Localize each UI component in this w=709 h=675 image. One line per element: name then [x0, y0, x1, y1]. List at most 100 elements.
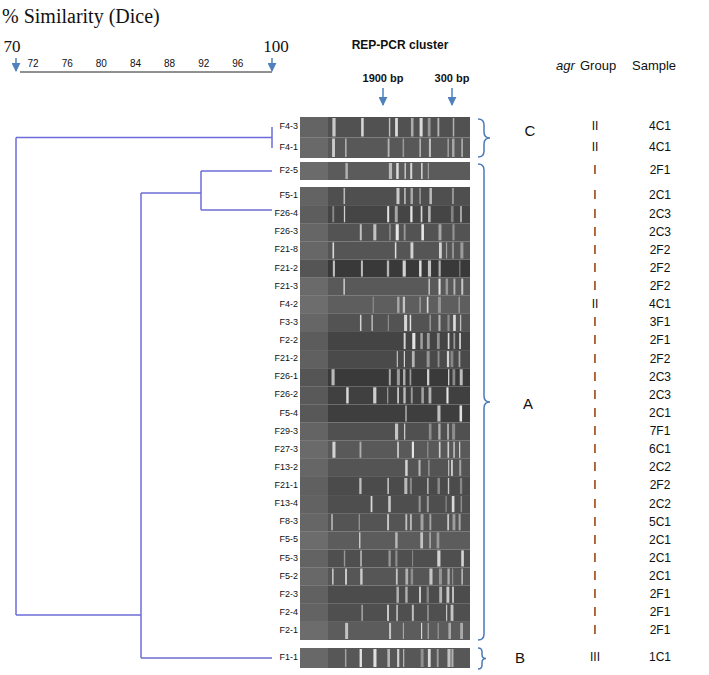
gel-band — [460, 242, 463, 258]
gel-band — [447, 442, 449, 458]
gel-band — [361, 118, 364, 137]
gel-lane — [300, 314, 470, 332]
cluster-brace — [478, 119, 490, 157]
isolate-label: F21-3 — [274, 282, 298, 292]
gel-band — [387, 206, 389, 222]
gel-lane — [300, 549, 470, 567]
gel-band — [460, 623, 463, 639]
gel-band — [395, 118, 398, 137]
gel-lane-edge — [300, 241, 328, 259]
gel-band — [388, 139, 390, 158]
gel-band — [461, 496, 463, 512]
gel-band — [420, 333, 423, 349]
agr-group-value: I — [593, 371, 596, 384]
gel-band — [437, 118, 439, 137]
gel-lane-ground — [300, 495, 470, 513]
gel-band — [387, 260, 389, 276]
gel-lane — [300, 259, 470, 277]
gel-lane — [300, 441, 470, 459]
gel-band — [397, 442, 399, 458]
gel-lane — [300, 278, 470, 296]
gel-band — [419, 460, 421, 476]
gel-lane-ground — [300, 404, 470, 422]
gel-band — [448, 369, 449, 385]
gel-band — [404, 315, 407, 331]
gel-lane-edge — [300, 162, 328, 180]
dendrogram-branch — [140, 193, 142, 658]
gel-lane — [300, 477, 470, 495]
sample-label: 4C1 — [649, 298, 671, 311]
sample-label: 2C3 — [649, 371, 671, 384]
gel-lane-edge — [300, 513, 328, 531]
gel-band — [387, 605, 389, 621]
gel-lane-ground — [300, 368, 470, 386]
gel-band — [427, 587, 429, 603]
agr-group-value: II — [592, 141, 599, 154]
gel-lane-edge — [300, 586, 328, 604]
gel-band — [428, 260, 431, 276]
gel-lane-edge — [300, 259, 328, 277]
gel-band — [419, 188, 421, 204]
gel-band — [396, 163, 398, 179]
gel-band — [459, 297, 460, 313]
gel-band — [410, 163, 412, 179]
gel-lane-ground — [300, 223, 470, 241]
gel-band — [419, 260, 421, 276]
isolate-label: F2-1 — [279, 626, 298, 636]
sample-label: 1C1 — [649, 651, 671, 664]
gel-lane-edge — [300, 205, 328, 223]
gel-band — [452, 224, 454, 240]
dendrogram-branch — [200, 171, 202, 210]
gel-band — [438, 351, 440, 367]
gel-lane-edge — [300, 187, 328, 205]
gel-band — [360, 442, 362, 458]
gel-lane — [300, 332, 470, 350]
column-heading: REP-PCR cluster — [352, 39, 449, 52]
gel-band — [438, 315, 440, 331]
gel-band — [346, 387, 348, 403]
cluster-brace — [478, 648, 486, 669]
gel-band — [451, 605, 454, 621]
gel-band — [360, 224, 362, 240]
gel-lane — [300, 205, 470, 223]
agr-group-value: I — [593, 280, 596, 293]
gel-band — [404, 478, 407, 494]
sample-label: 2C1 — [649, 407, 671, 420]
dendrogram-branch — [16, 137, 272, 139]
gel-lane-ground — [300, 187, 470, 205]
cluster-label: A — [523, 396, 533, 413]
gel-band — [439, 260, 441, 276]
gel-band — [373, 224, 376, 240]
cluster-brace — [478, 164, 490, 640]
isolate-label: F26-3 — [274, 227, 298, 237]
gel-band — [427, 478, 428, 494]
gel-band — [439, 242, 442, 258]
gel-band — [459, 514, 461, 530]
gel-band — [360, 649, 362, 667]
isolate-label: F5-1 — [279, 191, 298, 201]
gel-band — [438, 297, 441, 313]
isolate-label: F2-3 — [279, 590, 298, 600]
gel-band — [428, 460, 430, 476]
cluster-label: B — [515, 650, 525, 667]
gel-lane-ground — [300, 350, 470, 368]
gel-band — [373, 387, 376, 403]
gel-band — [387, 387, 388, 403]
gel-band — [421, 163, 423, 179]
isolate-label: F5-5 — [279, 535, 298, 545]
size-marker-label: 1900 bp — [363, 72, 404, 84]
gel-lane — [300, 495, 470, 513]
dendrogram-branch — [201, 209, 272, 211]
gel-band — [452, 514, 455, 530]
gel-band — [388, 550, 390, 566]
agr-group-value: I — [593, 516, 596, 529]
gel-lane — [300, 117, 470, 138]
gel-band — [405, 514, 407, 530]
gel-lane-ground — [300, 138, 470, 159]
gel-band — [405, 163, 406, 179]
axis-tick-label: 80 — [96, 58, 107, 69]
gel-lane — [300, 162, 470, 180]
gel-lane-edge — [300, 477, 328, 495]
isolate-label: F2-5 — [279, 166, 298, 176]
gel-band — [447, 514, 449, 530]
